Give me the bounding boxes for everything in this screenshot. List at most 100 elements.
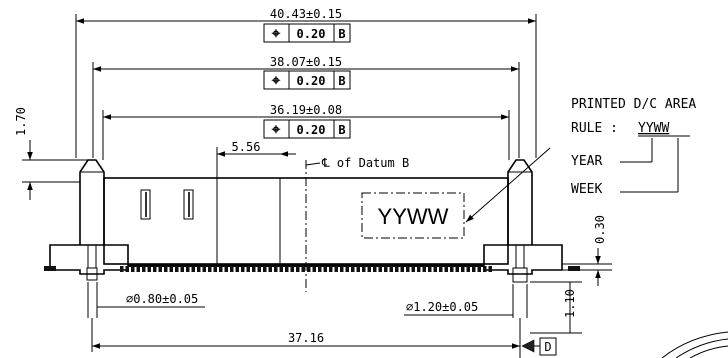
date-code-title: PRINTED D/C AREA xyxy=(571,97,696,112)
dimension-standoff: 1.10 xyxy=(530,281,582,334)
position-symbol-icon: ⌖ xyxy=(271,120,281,138)
solder-tail xyxy=(213,266,217,272)
solder-tail xyxy=(318,266,322,272)
offset-label: 5.56 xyxy=(232,140,261,154)
solder-tail xyxy=(444,266,448,272)
solder-tail xyxy=(411,266,415,272)
solder-tail xyxy=(340,266,344,272)
solder-tail xyxy=(252,266,256,272)
tolerance-frame-2: ⌖ 0.20 B xyxy=(263,70,351,90)
solder-tail xyxy=(180,266,184,272)
tolerance-value: 0.20 xyxy=(297,74,326,88)
solder-tail xyxy=(400,266,404,272)
solder-tail xyxy=(384,266,388,272)
datum-b-centerline: ℄ of Datum B xyxy=(305,156,409,292)
position-symbol-icon: ⌖ xyxy=(271,71,281,89)
solder-tail xyxy=(351,266,355,272)
solder-tail xyxy=(373,266,377,272)
solder-tail xyxy=(169,266,173,272)
solder-tail xyxy=(472,266,476,272)
corner-fragment xyxy=(661,331,728,358)
tolerance-datum: B xyxy=(338,123,345,137)
solder-tail xyxy=(224,266,228,272)
solder-tail xyxy=(191,266,195,272)
solder-tail xyxy=(219,266,223,272)
solder-tail xyxy=(197,266,201,272)
solder-tail xyxy=(241,266,245,272)
solder-tail xyxy=(345,266,349,272)
dimension-overall-width: 40.43±0.15 xyxy=(75,7,537,158)
rule-value: YYWW xyxy=(638,121,669,136)
solder-tail xyxy=(131,266,135,272)
solder-tail xyxy=(461,266,465,272)
solder-tail xyxy=(455,266,459,272)
solder-tail xyxy=(158,266,162,272)
solder-tail xyxy=(312,266,316,272)
solder-tail xyxy=(208,266,212,272)
datum-d-label: D xyxy=(544,340,551,354)
solder-tail xyxy=(142,266,146,272)
dimension-offset: 5.56 xyxy=(216,140,296,178)
dimension-hole-small: ⌀0.80±0.05 xyxy=(87,282,205,318)
solder-tail xyxy=(406,266,410,272)
solder-tail xyxy=(274,266,278,272)
tolerance-datum: B xyxy=(338,27,345,41)
year-label: YEAR xyxy=(571,154,602,169)
solder-tail xyxy=(477,266,481,272)
solder-tail xyxy=(290,266,294,272)
solder-tail xyxy=(483,266,487,272)
solder-tail xyxy=(356,266,360,272)
dimension-hole-large: ⌀1.20±0.05 xyxy=(404,284,528,318)
hole-small-label: ⌀0.80±0.05 xyxy=(126,292,198,306)
solder-tail xyxy=(279,266,283,272)
solder-tail xyxy=(450,266,454,272)
pin-span-label: 37.16 xyxy=(288,331,324,345)
dimension-inner-width: 36.19±0.08 xyxy=(102,103,510,160)
solder-tail xyxy=(323,266,327,272)
date-code-callout: PRINTED D/C AREA RULE : YYWW YEAR WEEK xyxy=(571,97,696,197)
dimension-mid-width: 38.07±0.15 xyxy=(92,55,520,158)
solder-tail xyxy=(296,266,300,272)
solder-tail xyxy=(202,266,206,272)
tolerance-value: 0.20 xyxy=(297,27,326,41)
solder-tail xyxy=(125,266,129,272)
solder-tail xyxy=(136,266,140,272)
left-guide-post xyxy=(49,159,129,281)
solder-tail xyxy=(417,266,421,272)
pin-row xyxy=(44,264,580,272)
solder-tail xyxy=(301,266,305,272)
datum-b-label: ℄ of Datum B xyxy=(321,156,409,170)
tolerance-value: 0.20 xyxy=(297,123,326,137)
solder-tail xyxy=(466,266,470,272)
end-tab xyxy=(44,266,56,271)
date-code-box-text: YYWW xyxy=(378,204,449,229)
standoff-label: 1.10 xyxy=(563,289,577,318)
tolerance-frame-1: ⌖ 0.20 B xyxy=(263,23,351,43)
solder-tail xyxy=(263,266,267,272)
solder-tail xyxy=(362,266,366,272)
solder-tail xyxy=(268,266,272,272)
right-guide-post xyxy=(483,159,563,283)
solder-tail xyxy=(153,266,157,272)
end-tab xyxy=(568,266,580,271)
solder-tail xyxy=(439,266,443,272)
post-height-label: 1.70 xyxy=(14,107,28,136)
tolerance-datum: B xyxy=(338,74,345,88)
dimension-pin-span: 37.16 xyxy=(91,318,521,358)
solder-tail xyxy=(164,266,168,272)
tolerance-frame-3: ⌖ 0.20 B xyxy=(263,119,351,139)
overall-width-label: 40.43±0.15 xyxy=(270,7,342,21)
solder-tail xyxy=(186,266,190,272)
solder-tail xyxy=(147,266,151,272)
rule-label: RULE : xyxy=(571,121,618,136)
solder-tail xyxy=(433,266,437,272)
pin-row-base xyxy=(128,264,484,267)
solder-tail xyxy=(428,266,432,272)
dimension-post-height: 1.70 xyxy=(14,107,88,200)
solder-tail xyxy=(378,266,382,272)
solder-tail xyxy=(488,266,492,272)
solder-tail xyxy=(422,266,426,272)
solder-tail xyxy=(389,266,393,272)
solder-tail xyxy=(120,266,124,272)
